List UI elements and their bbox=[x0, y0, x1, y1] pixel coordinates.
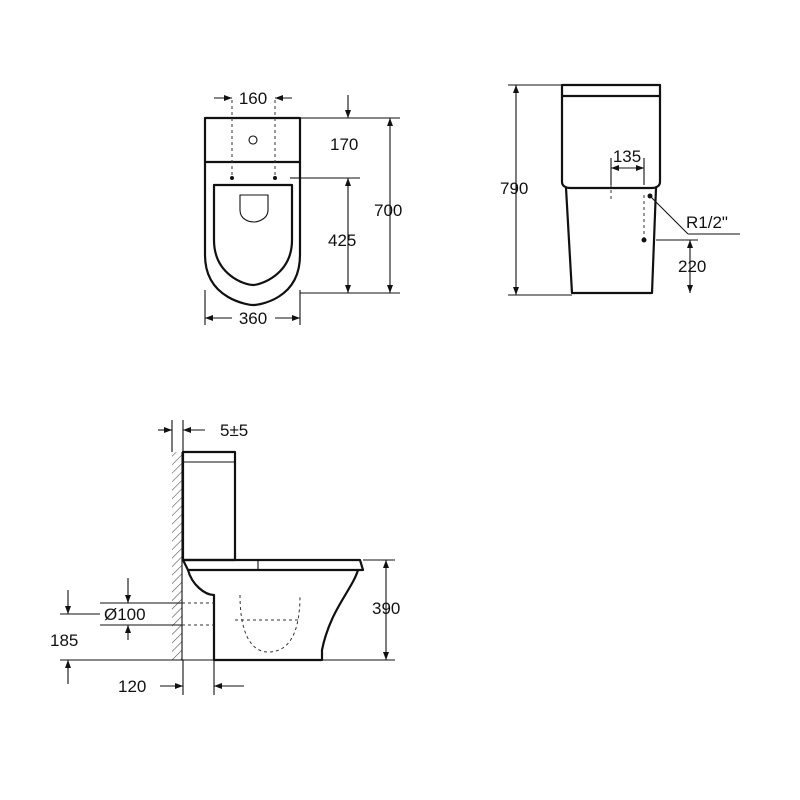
top-view-bowl-outline bbox=[203, 160, 302, 307]
top-view: 160 170 425 700 360 bbox=[203, 89, 402, 328]
profile-view: 5±5 Ø100 185 390 120 bbox=[50, 420, 400, 696]
top-view-seat-outline bbox=[212, 183, 294, 287]
side-view-body bbox=[564, 186, 658, 295]
side-view: 790 135 R1/2" 220 bbox=[500, 83, 740, 296]
dim-seat-height-label: 390 bbox=[372, 599, 400, 618]
dim-total-depth-label: 700 bbox=[374, 201, 402, 220]
dim-width-label: 360 bbox=[239, 309, 267, 328]
side-view-tank-lid bbox=[560, 83, 662, 98]
dim-outlet-height-label: 185 bbox=[50, 631, 78, 650]
dim-outlet-diameter-label: Ø100 bbox=[104, 605, 146, 624]
dim-inlet-thread-label: R1/2" bbox=[686, 213, 728, 232]
flush-button-icon bbox=[248, 135, 258, 145]
dim-bowl-length-label: 425 bbox=[328, 231, 356, 250]
top-view-tank-outline bbox=[203, 116, 302, 164]
profile-view-bowl bbox=[186, 568, 360, 662]
wall-section bbox=[172, 452, 182, 660]
dim-inlet-height-label: 220 bbox=[678, 257, 706, 276]
dim-tank-depth-label: 170 bbox=[330, 135, 358, 154]
dim-total-height-label: 790 bbox=[500, 179, 528, 198]
dim-inlet-spacing-label: 160 bbox=[239, 89, 267, 108]
profile-view-tank bbox=[181, 450, 237, 562]
dim-outlet-distance-label: 120 bbox=[118, 677, 146, 696]
profile-view-seat bbox=[181, 558, 365, 572]
dim-inlet-offset-label: 135 bbox=[613, 147, 641, 166]
top-view-inner-bowl bbox=[239, 194, 269, 223]
dim-wall-gap-label: 5±5 bbox=[220, 421, 248, 440]
